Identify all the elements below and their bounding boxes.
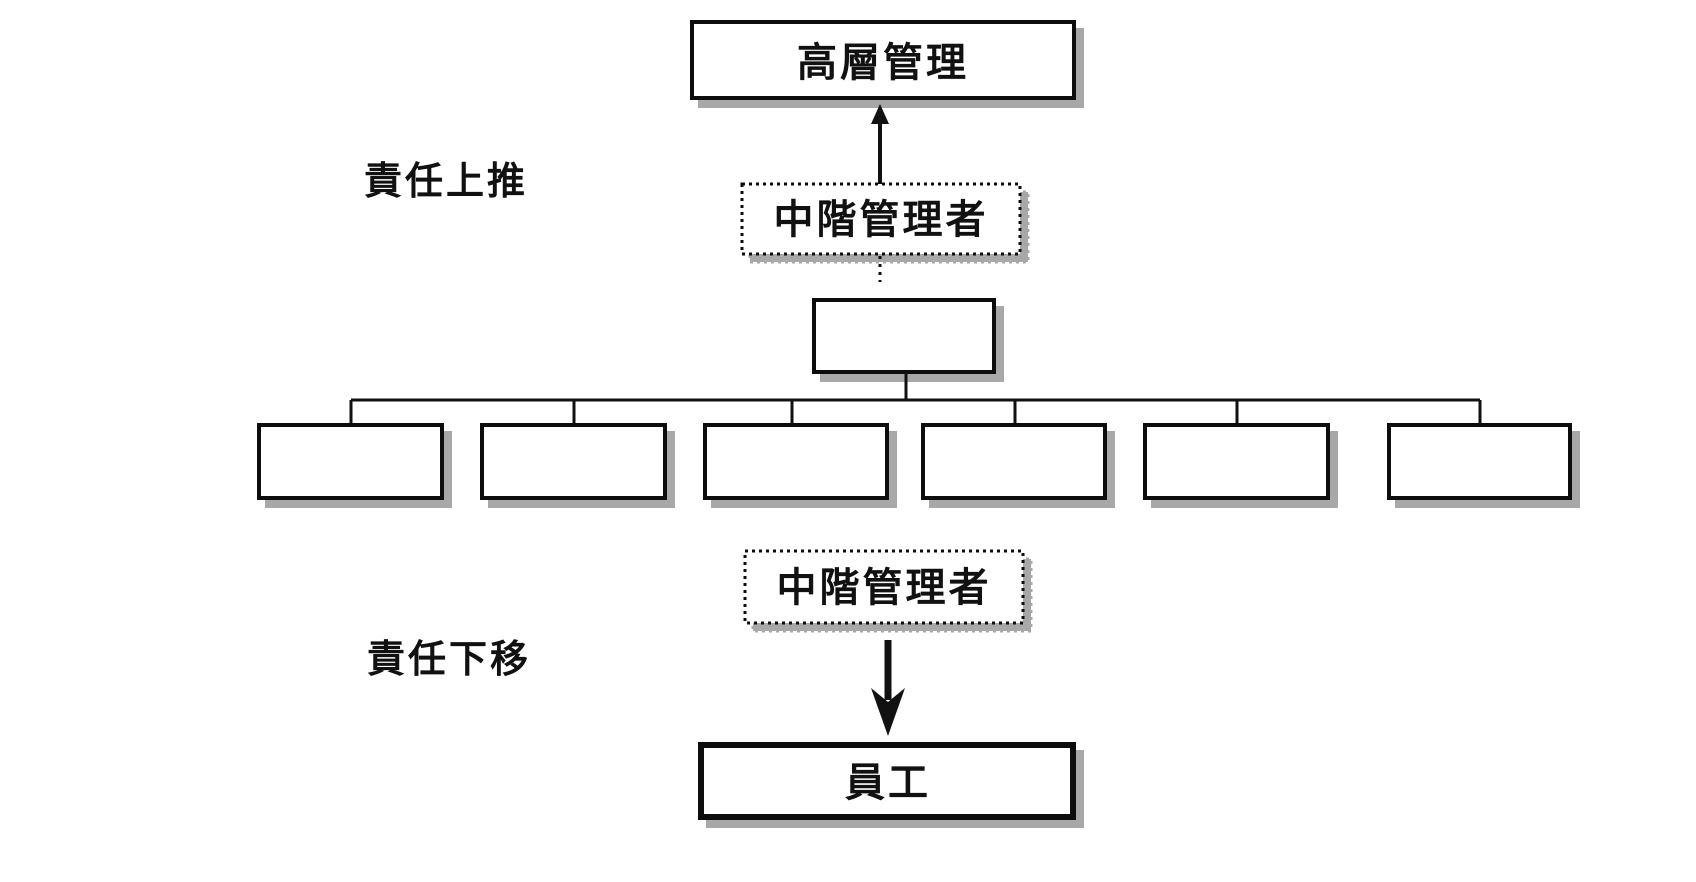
org-chart-child-node [703, 423, 889, 500]
employee-label: 員工 [845, 760, 931, 806]
top-management-label: 高層管理 [797, 40, 969, 86]
middle-manager-upper-node [740, 182, 1022, 256]
middle-manager-upper-label: 中階管理者 [774, 197, 989, 243]
org-chart-connectors [349, 372, 1482, 425]
org-chart-child-node [921, 423, 1107, 500]
middle-manager-lower-label: 中階管理者 [777, 565, 992, 611]
org-chart-child-node [1387, 423, 1572, 500]
downward-arrow [871, 640, 905, 736]
top-management-node [690, 20, 1076, 100]
org-chart-child-node [480, 423, 667, 500]
org-chart-root-node [812, 298, 996, 374]
org-chart-child-node [257, 423, 444, 500]
employee-node [698, 742, 1076, 820]
org-chart-child-node [1143, 423, 1330, 500]
upward-responsibility-label: 責任上推 [364, 159, 528, 203]
upward-arrow [871, 104, 889, 186]
downward-responsibility-label: 責任下移 [367, 637, 531, 681]
middle-manager-lower-node [743, 549, 1025, 625]
